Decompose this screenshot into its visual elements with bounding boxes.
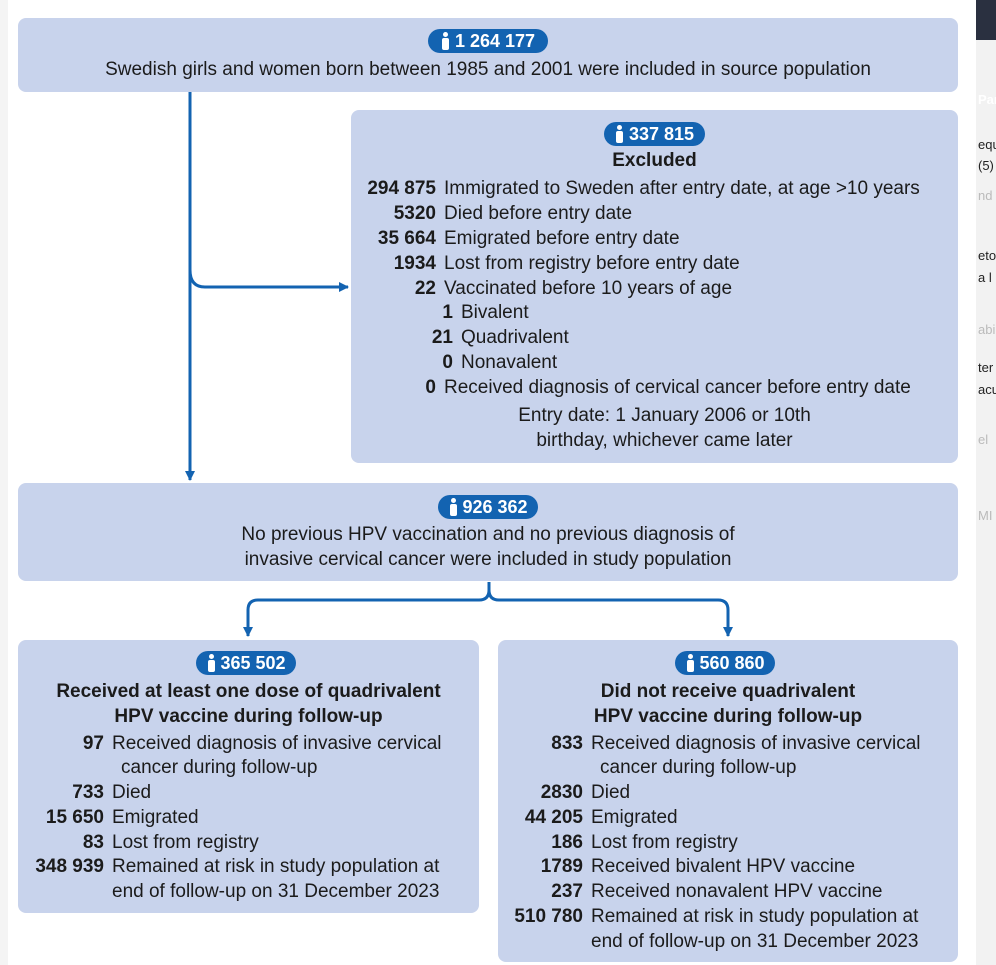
vaccinated-title-line1: Received at least one dose of quadrivale… <box>56 681 441 702</box>
count-value: 926 362 <box>462 496 528 517</box>
person-icon <box>448 498 458 516</box>
source-population-text: Swedish girls and women born between 198… <box>105 59 871 80</box>
unvaccinated-title-line2: HPV vaccine during follow-up <box>593 706 863 727</box>
background-page-strip: Par equ (5) nd eto a l abi ter acu el MI <box>976 0 996 965</box>
unvaccinated-group-box: 560 860 Did not receive quadrivalent HPV… <box>498 640 958 962</box>
background-text: acu <box>978 382 996 397</box>
excluded-box: 337 815 Excluded 294 875 Immigrated to S… <box>351 110 958 463</box>
person-icon <box>615 125 625 143</box>
background-text: (5) <box>978 158 994 173</box>
vaccinated-group-box: 365 502 Received at least one dose of qu… <box>18 640 479 913</box>
person-icon <box>206 654 216 672</box>
count-value: 337 815 <box>628 123 695 144</box>
count-badge: 337 815 <box>604 122 705 146</box>
background-text: equ <box>978 137 996 152</box>
unvaccinated-title-line1: Did not receive quadrivalent <box>600 681 856 702</box>
study-population-line2: invasive cervical cancer were included i… <box>244 549 732 570</box>
source-population-box: 1 264 177 Swedish girls and women born b… <box>18 18 958 92</box>
background-header-bar <box>976 0 996 40</box>
count-badge: 926 362 <box>438 495 538 519</box>
person-icon <box>441 32 451 50</box>
background-text: nd <box>978 188 993 203</box>
count-value: 1 264 177 <box>454 30 536 51</box>
background-header-text: Par <box>978 92 996 107</box>
split-connector-right <box>487 589 733 637</box>
study-population-line1: No previous HPV vaccination and no previ… <box>241 524 735 545</box>
exclusion-arrow <box>188 269 349 292</box>
count-badge: 560 860 <box>675 651 775 675</box>
count-badge: 365 502 <box>196 651 296 675</box>
vaccinated-title-line2: HPV vaccine during follow-up <box>114 706 383 727</box>
count-badge: 1 264 177 <box>428 29 548 53</box>
entry-date-note-line2: birthday, whichever came later <box>536 430 793 451</box>
background-text: el <box>978 432 989 447</box>
count-value: 365 502 <box>220 652 286 673</box>
background-text: abi <box>978 322 996 337</box>
excluded-title: Excluded <box>612 150 697 171</box>
person-icon <box>685 654 695 672</box>
background-text: a l <box>978 270 992 285</box>
background-text: ter <box>978 360 994 375</box>
study-population-box: 926 362 No previous HPV vaccination and … <box>18 483 958 581</box>
left-page-margin <box>0 0 8 965</box>
background-text: MI <box>978 508 993 523</box>
count-value: 560 860 <box>699 652 765 673</box>
background-text: eto <box>978 248 996 263</box>
entry-date-note-line1: Entry date: 1 January 2006 or 10th <box>518 405 811 426</box>
split-connector <box>243 582 491 637</box>
